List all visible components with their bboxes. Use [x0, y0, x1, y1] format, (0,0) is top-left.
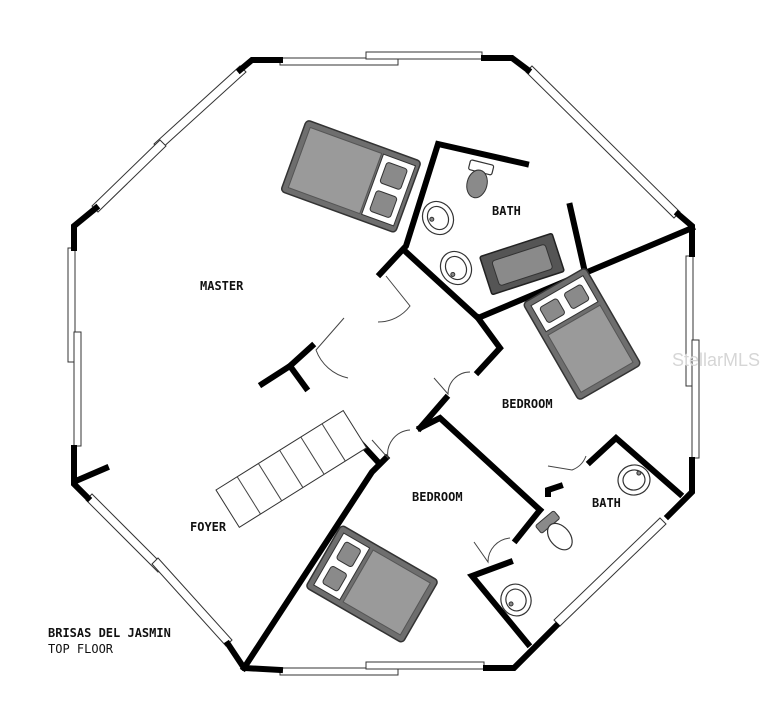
wall-top-right-corner — [481, 55, 533, 75]
staircase — [215, 409, 368, 529]
sink-icon — [421, 200, 455, 236]
windows — [67, 51, 700, 676]
window-ne — [525, 65, 681, 219]
bed-master — [280, 120, 421, 233]
wall-bath-lower-jamb — [545, 482, 564, 497]
wall-bath-upper-divider — [566, 202, 588, 272]
bed-center — [306, 525, 438, 643]
window-nw-upper — [153, 65, 247, 151]
door-closet — [473, 537, 511, 564]
sink-icon — [500, 583, 532, 617]
door-bath-lower — [547, 455, 587, 471]
stair-tread-4 — [300, 436, 325, 475]
pillow-icon — [379, 162, 408, 190]
bed-right — [523, 268, 641, 400]
stair-tread-2 — [257, 463, 283, 502]
wall-bedroom-center-left — [239, 453, 391, 673]
pillow-icon — [564, 284, 590, 309]
toilet-icon — [535, 510, 573, 551]
room-label-foyer: FOYER — [190, 520, 227, 534]
sink-icon — [439, 250, 473, 286]
watermark-logo: StellarMLS — [672, 350, 760, 370]
wall-bottom-right-corner — [483, 621, 561, 671]
wall-hall-upper — [473, 313, 504, 377]
sink-icon — [617, 464, 651, 496]
bath-lower-fixtures — [500, 464, 651, 617]
room-label-bath-lower: BATH — [592, 496, 621, 510]
bath-upper-fixtures — [421, 159, 565, 295]
pillow-icon — [369, 190, 398, 218]
pillow-icon — [322, 566, 347, 592]
wall-bedroom-divider — [415, 414, 545, 515]
wall-top-left-corner — [235, 57, 283, 75]
wall-bath-lower-left — [511, 505, 545, 545]
bed-master-sheet — [287, 126, 383, 215]
wall-left-upper-corner — [71, 203, 101, 251]
wall-left-stub — [74, 464, 110, 484]
wall-right-lower-corner — [663, 457, 695, 521]
wall-bath-upper-left — [375, 140, 530, 279]
plan-title: BRISAS DEL JASMIN — [48, 626, 171, 640]
window-nw-lower — [91, 139, 167, 213]
doors — [315, 275, 587, 564]
door-bedroom-center — [371, 429, 411, 460]
window-sw-upper — [85, 493, 165, 573]
room-label-bedroom-center: BEDROOM — [412, 490, 463, 504]
window-top-right — [365, 51, 483, 60]
wall-left-lower-corner — [71, 445, 93, 503]
wall-bath-lower-bottom — [466, 558, 533, 649]
room-label-bath-upper: BATH — [492, 204, 521, 218]
pillow-icon — [336, 541, 361, 567]
window-right-lower — [691, 339, 700, 459]
bed-right-sheet — [547, 304, 634, 393]
room-label-bedroom-right: BEDROOM — [502, 397, 553, 411]
window-left-lower — [73, 331, 82, 447]
window-sw-lower — [151, 557, 233, 647]
wall-master-stub-b — [285, 361, 311, 393]
door-bedroom-right — [433, 371, 471, 396]
door-bath-upper — [377, 275, 411, 323]
stair-tread-5 — [321, 423, 346, 462]
pillow-icon — [539, 298, 565, 323]
window-bottom-right — [365, 661, 485, 670]
room-label-master: MASTER — [200, 279, 244, 293]
stair-tread-1 — [236, 476, 261, 515]
toilet-icon — [466, 159, 495, 199]
interior-walls — [239, 140, 696, 673]
wall-bath-lower-top — [585, 433, 685, 499]
bathtub-icon — [479, 233, 565, 295]
bed-center-sheet — [342, 549, 431, 636]
plan-subtitle: TOP FLOOR — [48, 642, 114, 656]
door-master — [315, 317, 349, 379]
stair-tread-3 — [279, 449, 304, 488]
